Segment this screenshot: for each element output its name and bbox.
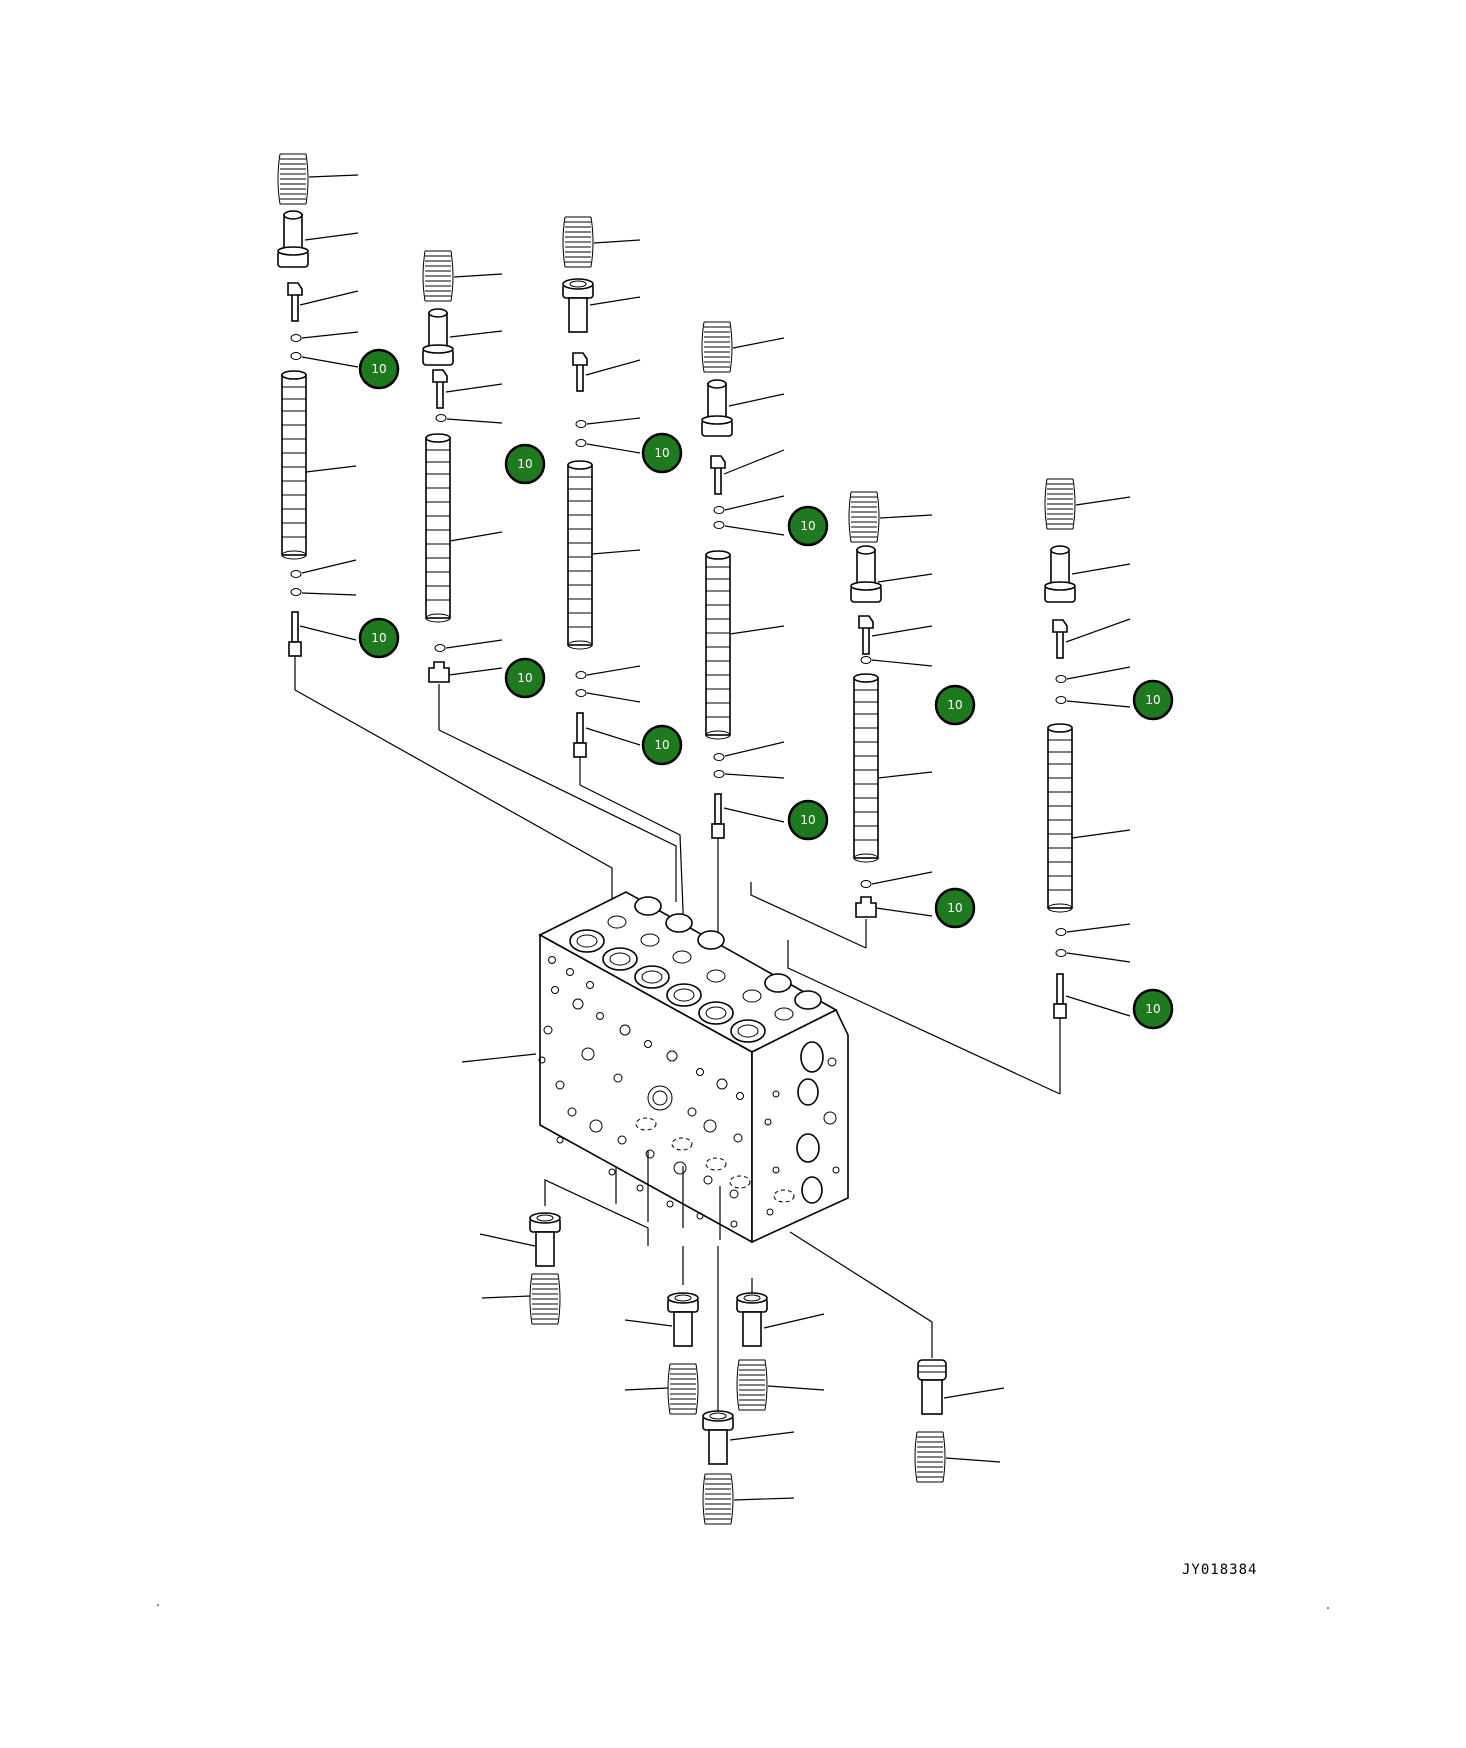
svg-text:10: 10 [371, 362, 386, 376]
o-ring-icon [290, 334, 302, 342]
pin-icon [573, 712, 587, 758]
spring-icon [667, 1363, 699, 1415]
spool-assembly-3 [562, 216, 685, 936]
callout-badge: 10 [787, 505, 829, 547]
plug-icon [855, 896, 877, 918]
spring-icon [277, 153, 309, 205]
spring-icon [422, 250, 454, 302]
spring-icon [701, 321, 733, 373]
svg-text:10: 10 [517, 457, 532, 471]
corner-mark [157, 1604, 159, 1606]
svg-text:10: 10 [517, 671, 532, 685]
spool-assembly-4 [701, 321, 785, 944]
valve-block-icon [538, 891, 849, 1244]
pin-icon [1052, 619, 1068, 659]
valve-spool-icon [425, 433, 451, 623]
o-ring-icon [290, 570, 302, 578]
o-ring-icon [1055, 928, 1067, 936]
o-ring-icon [713, 753, 725, 761]
plug-icon [1044, 545, 1076, 603]
plug-icon [562, 278, 594, 333]
valve-spool-icon [567, 460, 593, 650]
plug-icon [428, 661, 450, 683]
o-ring-icon [1055, 675, 1067, 683]
plug-icon [702, 1410, 734, 1465]
callout-badge: 10 [358, 348, 400, 390]
svg-text:10: 10 [1145, 693, 1160, 707]
spring-icon [702, 1473, 734, 1525]
plug-icon [736, 1292, 768, 1347]
svg-text:10: 10 [371, 631, 386, 645]
svg-text:10: 10 [947, 698, 962, 712]
o-ring-icon [713, 521, 725, 529]
o-ring-icon [575, 439, 587, 447]
valve-spool-icon [281, 370, 307, 560]
pin-icon [858, 615, 874, 655]
o-ring-icon [1055, 696, 1067, 704]
pin-icon [710, 455, 726, 495]
spring-icon [848, 491, 880, 543]
pin-icon [572, 352, 588, 392]
plug-icon [667, 1292, 699, 1347]
svg-text:10: 10 [654, 446, 669, 460]
lower-caps [479, 1150, 1005, 1525]
callout-badge: 10 [1132, 988, 1174, 1030]
o-ring-icon [575, 420, 587, 428]
o-ring-icon [713, 770, 725, 778]
o-ring-icon [860, 656, 872, 664]
plug-icon [277, 210, 309, 268]
svg-text:10: 10 [947, 901, 962, 915]
o-ring-icon [434, 644, 446, 652]
o-ring-icon [290, 588, 302, 596]
o-ring-icon [860, 880, 872, 888]
callout-badge: 10 [787, 799, 829, 841]
callout-badge: 10 [641, 432, 683, 474]
plug-icon [850, 545, 882, 603]
plug-icon [422, 308, 454, 366]
callout-badge: 10 [504, 657, 546, 699]
leader-line [461, 1053, 537, 1063]
o-ring-icon [290, 352, 302, 360]
spring-icon [914, 1431, 946, 1483]
valve-spool-icon [1047, 723, 1073, 913]
callout-badge: 10 [641, 724, 683, 766]
pin-icon [432, 369, 448, 409]
svg-text:10: 10 [800, 813, 815, 827]
valve-spool-icon [705, 550, 731, 740]
o-ring-icon [1055, 949, 1067, 957]
spool-assembly-1 [277, 153, 613, 902]
callout-badge: 10 [504, 443, 546, 485]
spring-icon [1044, 478, 1076, 530]
svg-text:10: 10 [800, 519, 815, 533]
pin-icon [711, 793, 725, 839]
pin-icon [288, 611, 302, 657]
plug-icon [917, 1359, 947, 1415]
spool-assembly-5 [750, 491, 933, 949]
o-ring-icon [713, 506, 725, 514]
spring-icon [736, 1359, 768, 1411]
plug-icon [529, 1212, 561, 1267]
valve-spool-icon [853, 673, 879, 863]
callout-badge: 10 [358, 617, 400, 659]
corner-mark [1327, 1607, 1329, 1609]
callout-badges: 10 10 10 10 10 10 10 10 10 10 10 10 [358, 348, 1174, 1030]
o-ring-icon [435, 414, 447, 422]
spring-icon [529, 1273, 561, 1325]
pin-icon [287, 282, 303, 322]
plug-icon [701, 379, 733, 437]
callout-badge: 10 [934, 887, 976, 929]
svg-text:10: 10 [1145, 1002, 1160, 1016]
drawing-code: JY018384 [1182, 1562, 1258, 1578]
spring-icon [562, 216, 594, 268]
pin-icon [1053, 973, 1067, 1019]
spool-assembly-2 [422, 250, 677, 902]
svg-text:10: 10 [654, 738, 669, 752]
spool-assembly-6 [787, 478, 1131, 1095]
callout-badge: 10 [1132, 679, 1174, 721]
callout-badge: 10 [934, 684, 976, 726]
o-ring-icon [575, 671, 587, 679]
o-ring-icon [575, 689, 587, 697]
